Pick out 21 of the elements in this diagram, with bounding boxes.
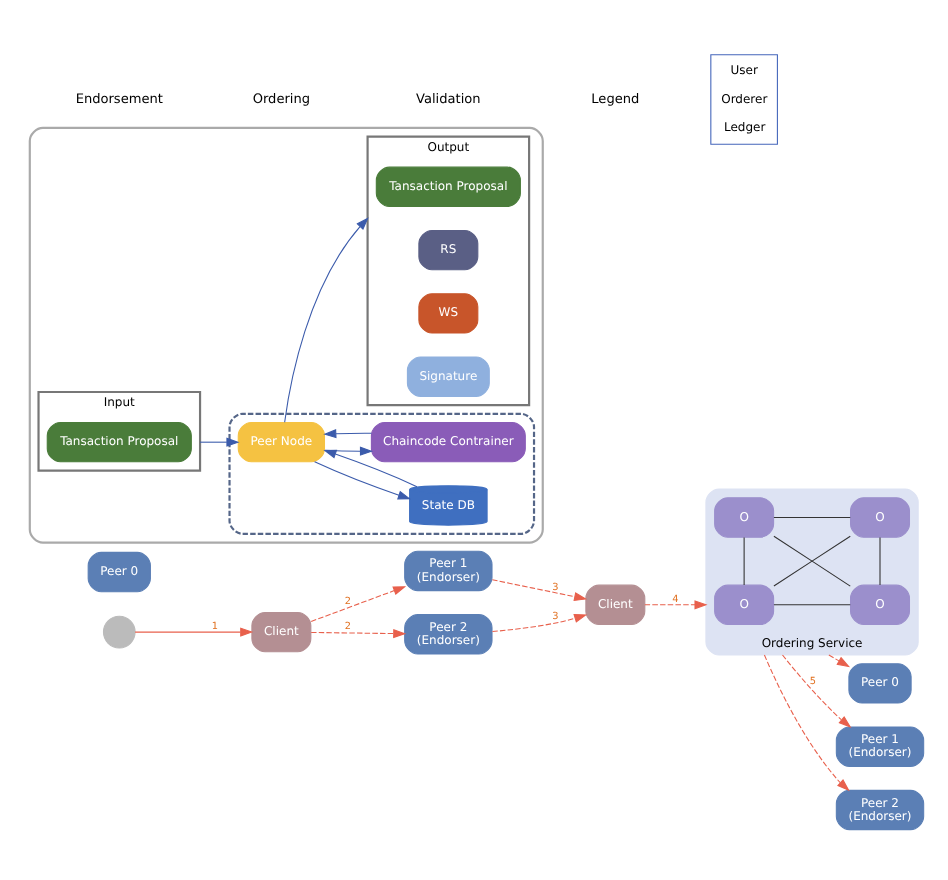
arrow [491, 579, 588, 602]
connector [879, 537, 881, 586]
arrow [781, 654, 852, 728]
cluster [28, 126, 544, 544]
connector [743, 537, 745, 586]
arrow [828, 654, 851, 668]
arrow [310, 628, 407, 639]
arrow [323, 449, 418, 488]
arrow [284, 217, 369, 423]
arrow [763, 654, 850, 792]
connector [773, 516, 851, 519]
arrow [134, 627, 254, 637]
arrow [323, 429, 372, 439]
arrow [491, 614, 588, 633]
connector [773, 604, 851, 606]
arrow [310, 586, 407, 622]
arrow [314, 461, 411, 500]
node-person [102, 615, 136, 649]
arrow [199, 437, 240, 447]
arrow [644, 600, 708, 610]
connector [773, 535, 851, 587]
